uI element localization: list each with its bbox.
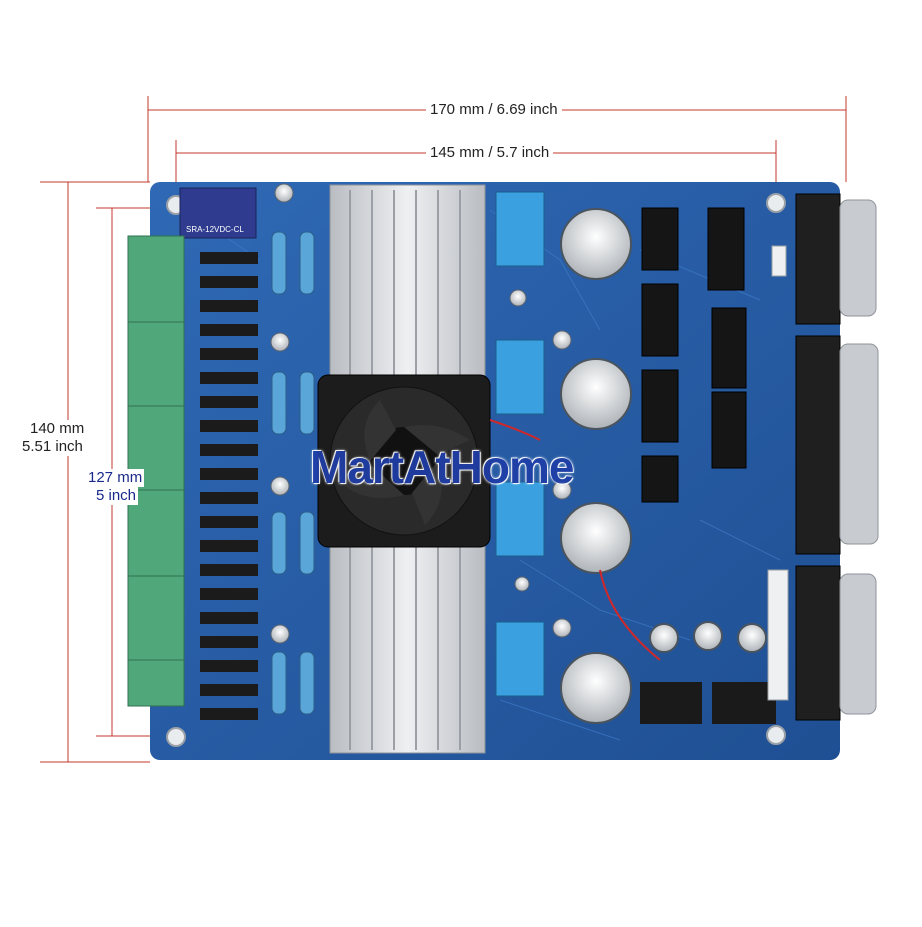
voltage-regulators [640,682,776,724]
outer-width-label: 170 mm / 6.69 inch [426,101,562,119]
fan-wires [489,419,661,661]
dip-switches [495,191,545,697]
diodes [200,252,258,720]
svg-text:SRA-12VDC-CL: SRA-12VDC-CL [186,225,244,234]
white-header [767,245,789,701]
electrolytic-capacitors [560,208,767,724]
outer-height-label-in: 5.51 inch [20,438,85,456]
connector-shells [839,199,879,715]
inner-width-label: 145 mm / 5.7 inch [426,144,554,162]
ics [641,207,747,503]
outer-height-label-mm: 140 mm [28,420,87,438]
resistors [271,231,315,715]
connectors [795,193,841,721]
relay [179,187,257,239]
inner-height-label-mm: 127 mm [86,469,145,487]
brand-watermark: MartAtHome [310,441,574,493]
fan-blades [340,400,470,525]
small-capacitors [270,183,572,644]
inner-height-label-in: 5 inch [94,487,139,505]
